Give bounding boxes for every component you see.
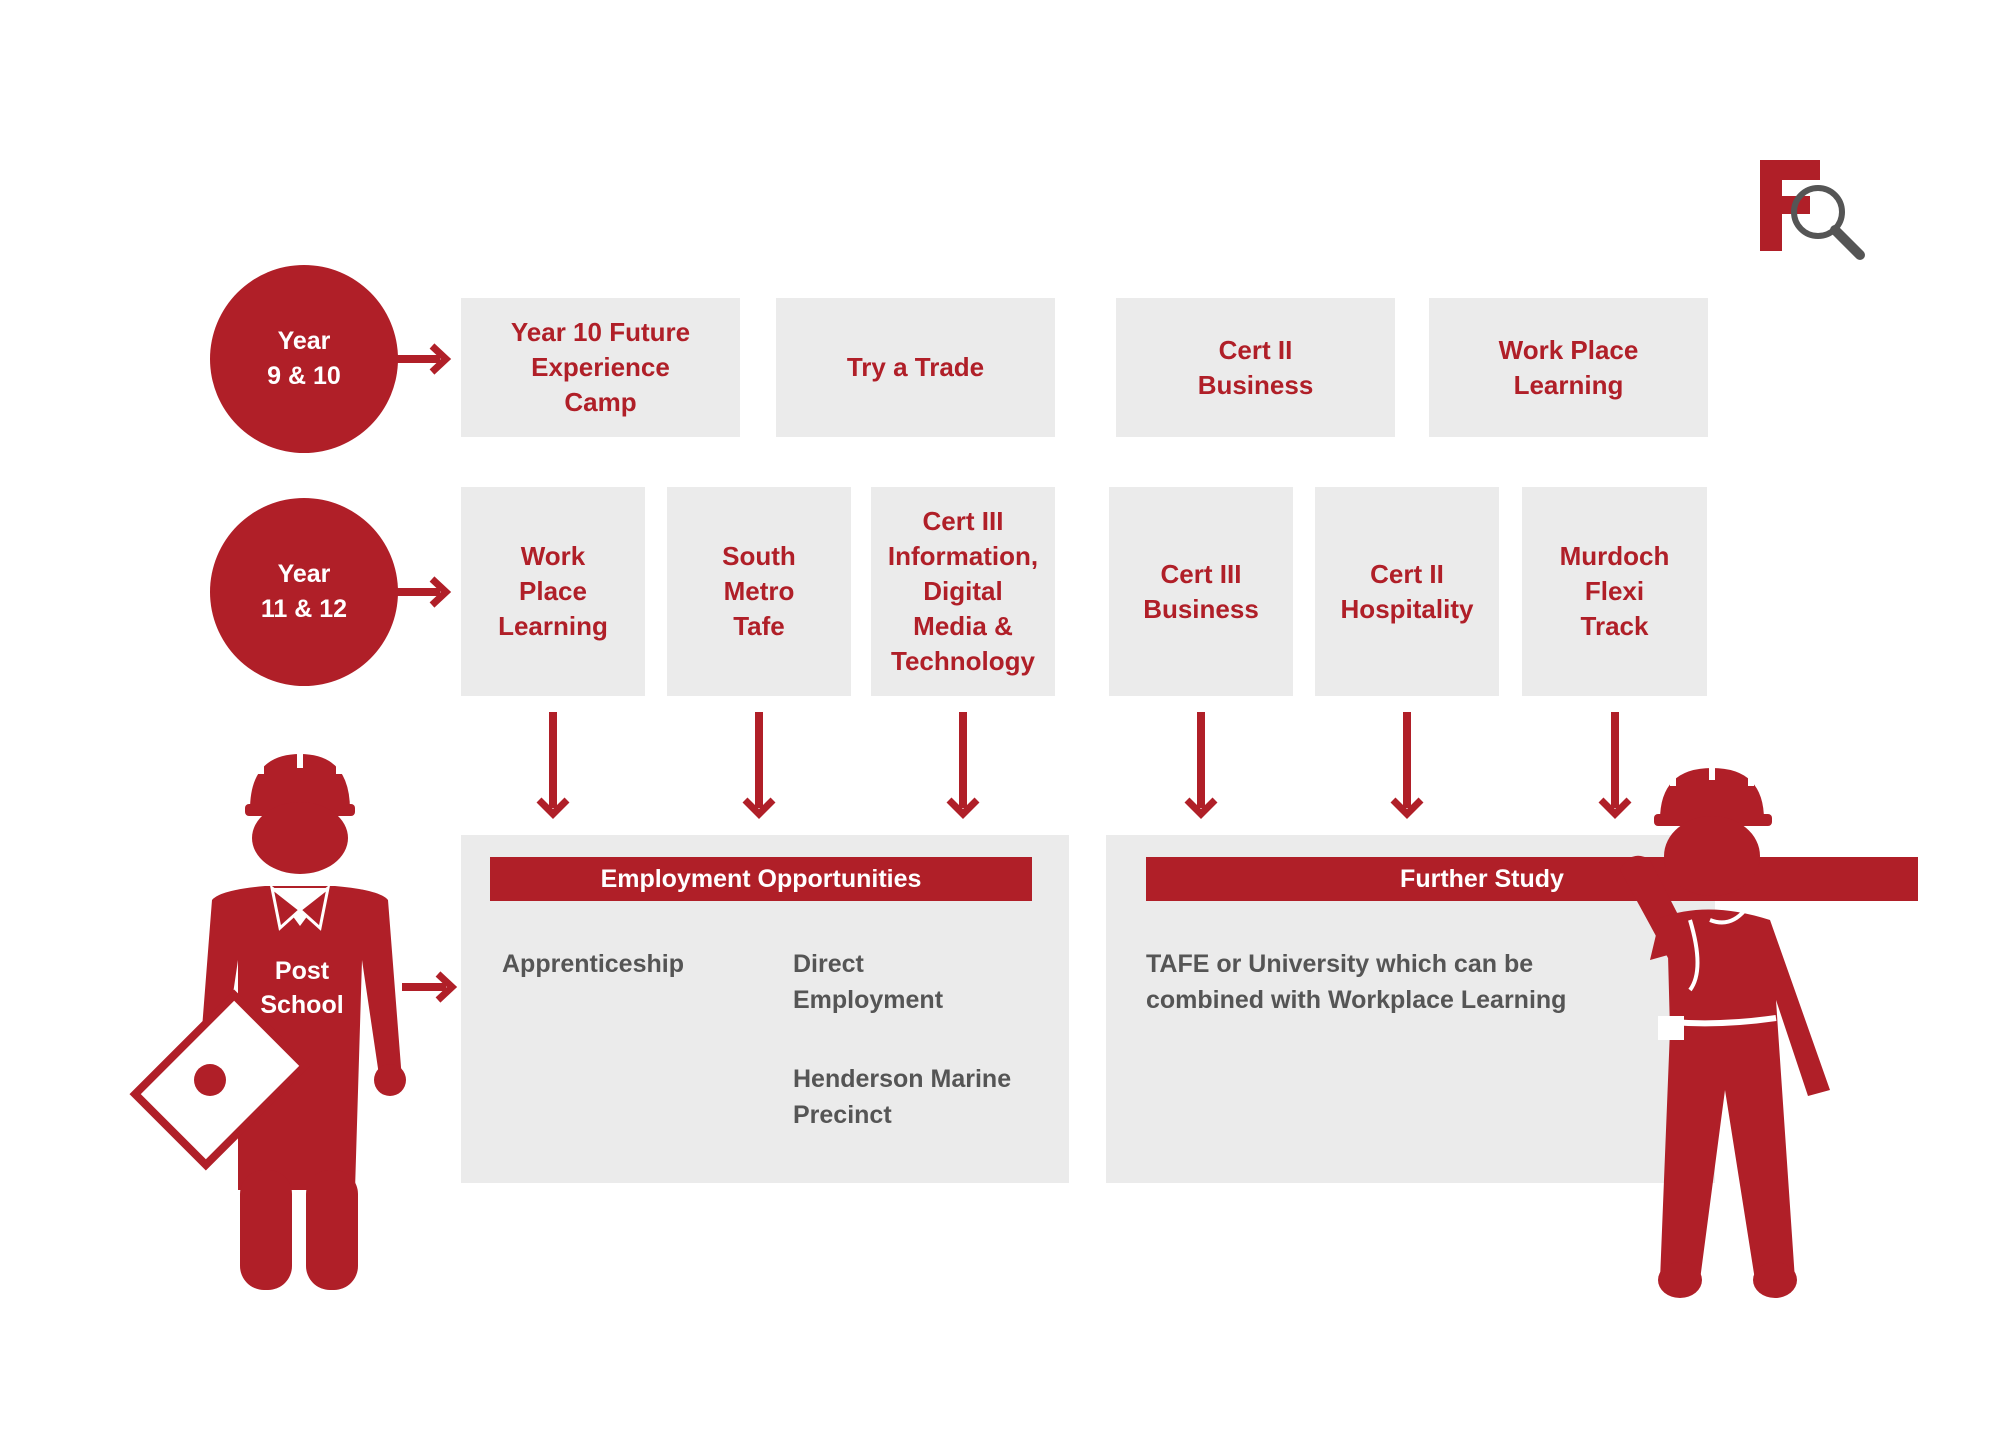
arrow-right-icon	[402, 971, 458, 1003]
stage-label: Year 11 & 12	[260, 560, 348, 623]
worker-clipboard-icon	[129, 750, 406, 1290]
worker-beam-icon	[1620, 764, 1918, 1298]
arrow-right-icon	[396, 576, 452, 608]
box-work-place-learning-2: Work Place Learning	[461, 487, 645, 696]
stage-post-school-label: Post School	[260, 957, 344, 1019]
stage-label: Year 9 & 10	[267, 327, 341, 390]
box-cert-iii-idmt: Cert III Information, Digital Media & Te…	[871, 487, 1055, 696]
logo-icon	[1760, 160, 1865, 260]
box-cert-ii-hospitality: Cert II Hospitality	[1315, 487, 1499, 696]
box-future-experience-camp: Year 10 Future Experience Camp	[461, 298, 740, 437]
box-work-place-learning: Work Place Learning	[1429, 298, 1708, 437]
employment-title: Employment Opportunities	[490, 857, 1032, 901]
arrow-down-icon	[1390, 712, 1424, 819]
box-cert-iii-business: Cert III Business	[1109, 487, 1293, 696]
employment-item-apprenticeship: Apprenticeship	[502, 950, 684, 978]
arrow-down-icon	[1598, 712, 1632, 819]
arrow-down-icon	[1184, 712, 1218, 819]
employment-item-henderson: Henderson Marine Precinct	[793, 1065, 1012, 1129]
box-try-a-trade: Try a Trade	[776, 298, 1055, 437]
further-study-text: TAFE or University which can be combined…	[1146, 950, 1567, 1014]
employment-item-direct: Direct Employment	[793, 950, 944, 1014]
box-murdoch-flexi-track: Murdoch Flexi Track	[1522, 487, 1707, 696]
arrow-down-icon	[742, 712, 776, 819]
stage-year-9-10: Year 9 & 10	[210, 265, 398, 453]
box-cert-ii-business: Cert II Business	[1116, 298, 1395, 437]
arrow-down-icon	[946, 712, 980, 819]
stage-year-11-12: Year 11 & 12	[210, 498, 398, 686]
arrow-right-icon	[396, 343, 452, 375]
box-south-metro-tafe: South Metro Tafe	[667, 487, 851, 696]
arrow-down-icon	[536, 712, 570, 819]
